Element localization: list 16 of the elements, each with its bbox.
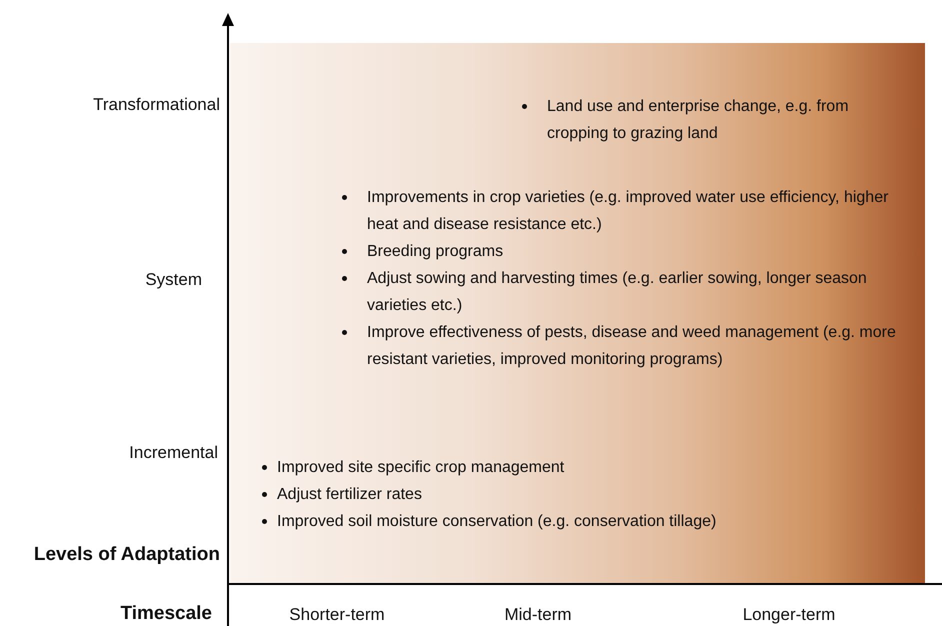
bullet-text: Improvements in crop varieties (e.g. improved water use efficiency, higher heat and disease resistance etc.) xyxy=(367,188,890,235)
level-label: Incremental xyxy=(128,442,218,464)
bullet-text: Improve effectiveness of pests, disease and weed management (e.g. more resistant varieties, improved monitoring programs) xyxy=(367,323,897,370)
bullet-text: Land use and enterprise change, e.g. from cropping to grazing land xyxy=(547,97,850,144)
level-label: System xyxy=(144,269,202,291)
axis-title: Levels of Adaptation xyxy=(32,543,220,567)
bullet-text: Improved site specific crop management xyxy=(277,458,564,478)
level-label: Transformational xyxy=(92,94,220,116)
timescale-label: Mid-term xyxy=(503,604,573,626)
axis-title: Timescale xyxy=(119,602,212,626)
timescale-label: Longer-term xyxy=(742,604,836,626)
timescale-label: Shorter-term xyxy=(288,604,386,626)
bullet-text: Breeding programs xyxy=(367,242,504,262)
bullet-text: Improved soil moisture conservation (e.g. conservation tillage) xyxy=(277,512,716,532)
bullet-text: Adjust sowing and harvesting times (e.g. earlier sowing, longer season varieties etc.) xyxy=(367,269,868,316)
bullet-text: Adjust fertilizer rates xyxy=(277,485,422,505)
